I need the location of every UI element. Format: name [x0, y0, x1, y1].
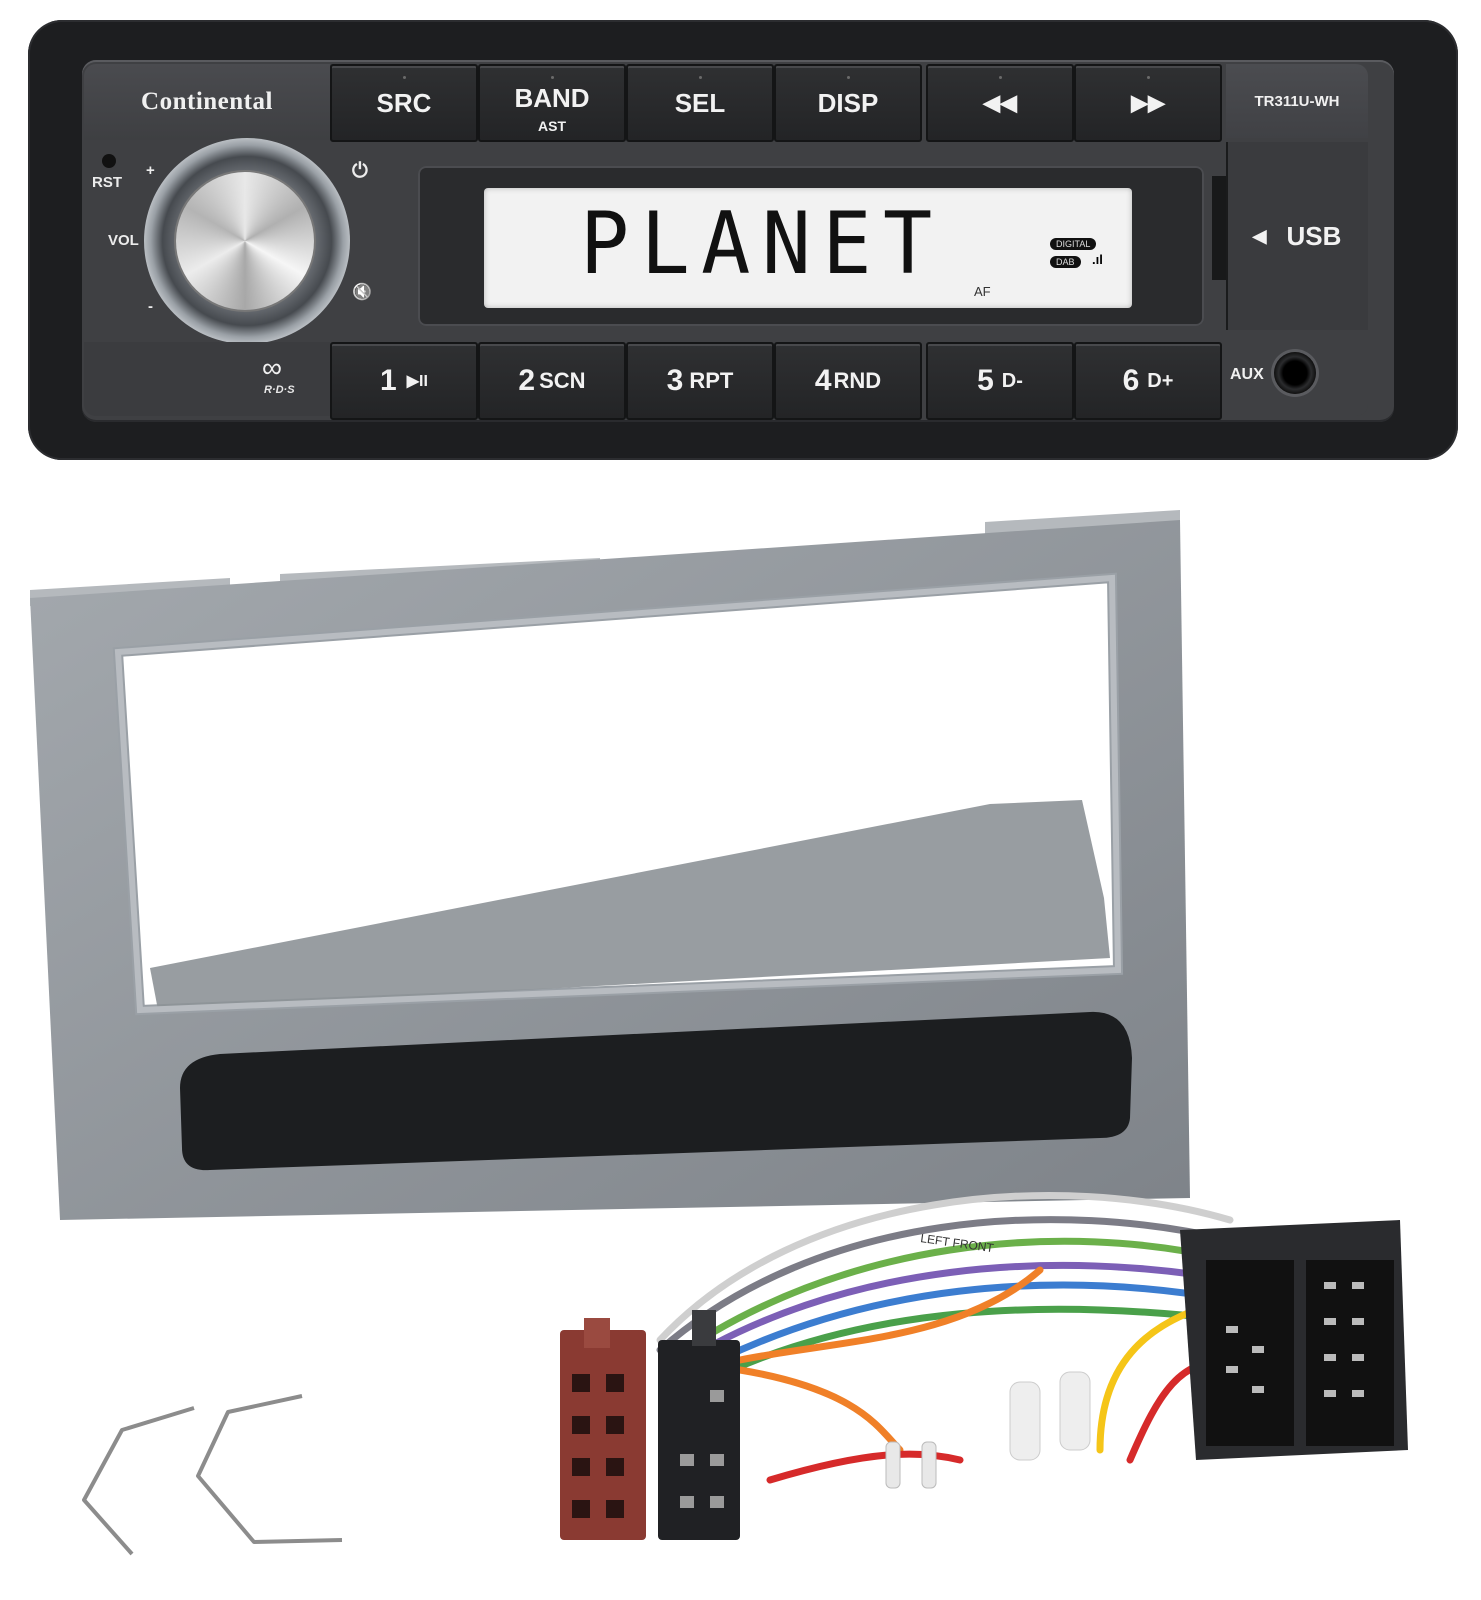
- play-pause-icon: ▶II: [406, 373, 428, 390]
- volume-knob-cap[interactable]: [176, 172, 314, 310]
- disp-button[interactable]: DISP: [774, 64, 922, 142]
- dab-badge: DAB: [1050, 256, 1081, 268]
- power-icon: ⏻: [352, 160, 368, 182]
- model-label: TR311U-WH: [1226, 64, 1368, 138]
- mute-icon: 🔇: [352, 284, 372, 301]
- preset-1-button[interactable]: 1▶II: [330, 342, 478, 420]
- rds-icon: ∞: [262, 352, 282, 383]
- rewind-icon: ◀◀: [983, 90, 1017, 115]
- usb-label: USB: [1286, 220, 1342, 251]
- rds-panel: [84, 342, 330, 416]
- usb-port[interactable]: [1212, 176, 1226, 280]
- vol-label: VOL: [108, 232, 139, 249]
- rst-label: RST: [92, 174, 122, 191]
- rewind-button[interactable]: ◀◀: [926, 64, 1074, 142]
- usb-panel: ◀ USB: [1226, 142, 1368, 330]
- brand-panel: Continental: [84, 64, 330, 140]
- af-indicator: AF: [974, 284, 991, 299]
- signal-icon: .ıl: [1092, 252, 1103, 267]
- fast-forward-button[interactable]: ▶▶: [1074, 64, 1222, 142]
- src-button[interactable]: SRC: [330, 64, 478, 142]
- vol-plus-label: +: [146, 162, 155, 179]
- lcd-display: [484, 188, 1132, 308]
- aux-jack[interactable]: [1274, 352, 1316, 394]
- fast-forward-icon: ▶▶: [1131, 90, 1165, 115]
- reset-button[interactable]: [102, 154, 116, 168]
- iso-wiring-harness: LEFT FRONT: [560, 1191, 1408, 1540]
- display-text: PLANET: [580, 194, 944, 294]
- digital-badge: DIGITAL: [1050, 238, 1097, 250]
- aux-label: AUX: [1230, 366, 1264, 383]
- vol-minus-label: -: [148, 298, 153, 315]
- arrow-left-icon: ◀: [1252, 225, 1267, 246]
- brand-logo: Continental: [141, 88, 273, 115]
- removal-keys: [82, 1394, 343, 1556]
- sel-button[interactable]: SEL: [626, 64, 774, 142]
- rds-label: R·D·S: [264, 384, 295, 396]
- fascia-frame: [30, 510, 1190, 1220]
